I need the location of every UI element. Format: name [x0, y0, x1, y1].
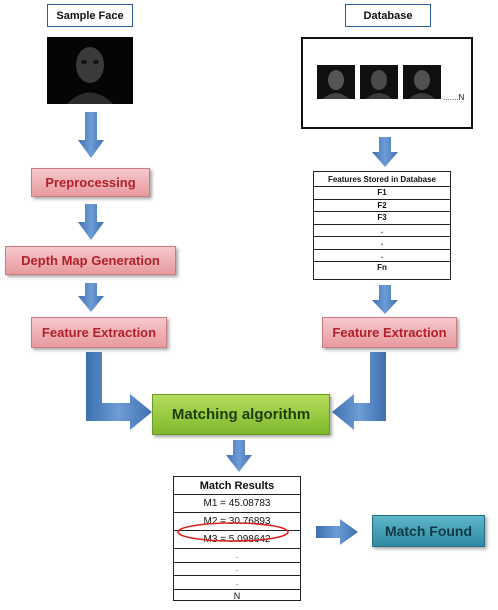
database-face-thumbnail: [360, 65, 398, 99]
table-row: .: [174, 548, 300, 562]
arrow-down-icon: [372, 137, 398, 167]
table-row: .: [314, 223, 450, 237]
preprocessing-step: Preprocessing: [31, 168, 150, 197]
table-row: F2: [314, 198, 450, 212]
table-row: M1 = 45.08783: [174, 494, 300, 512]
arrow-right-icon: [316, 519, 358, 545]
database-label-text: Database: [363, 9, 413, 22]
table-row: .: [174, 575, 300, 589]
matching-algorithm-step: Matching algorithm: [152, 394, 330, 435]
database-face-thumbnail: [403, 65, 441, 99]
feature-extraction-left-step: Feature Extraction: [31, 317, 167, 348]
features-table-header: Features Stored in Database: [327, 174, 437, 184]
table-row: M2 = 30.76893: [174, 512, 300, 530]
arrow-down-icon: [78, 283, 104, 312]
match-results-table: Match Results M1 = 45.08783 M2 = 30.7689…: [173, 476, 301, 601]
table-row: F1: [314, 186, 450, 199]
arrow-down-icon: [78, 204, 104, 240]
arrow-down-icon: [226, 440, 252, 472]
arrow-down-icon: [78, 112, 104, 158]
arrow-down-icon: [372, 285, 398, 314]
highlight-ellipse-icon: [177, 522, 289, 542]
database-face-thumbnail: [317, 65, 355, 99]
sample-face-label-text: Sample Face: [56, 9, 124, 22]
match-found-step: Match Found: [372, 515, 485, 547]
preprocessing-label: Preprocessing: [45, 175, 136, 190]
table-row-highlighted: M3 = 5.098642: [174, 530, 300, 548]
arrow-elbow-left-icon: [332, 352, 386, 430]
sample-face-label: Sample Face: [47, 4, 133, 27]
database-more-text: .......N: [443, 93, 465, 102]
table-row: .: [314, 236, 450, 249]
feature-extraction-left-label: Feature Extraction: [41, 325, 157, 340]
table-row: F3: [314, 211, 450, 224]
feature-extraction-right-step: Feature Extraction: [322, 317, 457, 348]
table-row: .: [174, 561, 300, 576]
features-table: Features Stored in Database F1 F2 F3 . .…: [313, 171, 451, 280]
match-results-header: Match Results: [199, 479, 275, 492]
sample-face-image: [47, 37, 133, 104]
depth-map-step: Depth Map Generation: [5, 246, 176, 275]
arrow-elbow-right-icon: [86, 352, 152, 430]
depth-map-label: Depth Map Generation: [21, 253, 160, 268]
face-silhouette-icon: [67, 47, 113, 104]
database-panel: .......N: [301, 37, 473, 129]
table-row: Fn: [314, 261, 450, 274]
matching-algorithm-label: Matching algorithm: [171, 406, 311, 423]
feature-extraction-right-label: Feature Extraction: [332, 325, 447, 340]
database-label: Database: [345, 4, 431, 27]
table-row: N: [174, 588, 300, 603]
table-row: .: [314, 248, 450, 262]
match-found-label: Match Found: [384, 523, 473, 539]
